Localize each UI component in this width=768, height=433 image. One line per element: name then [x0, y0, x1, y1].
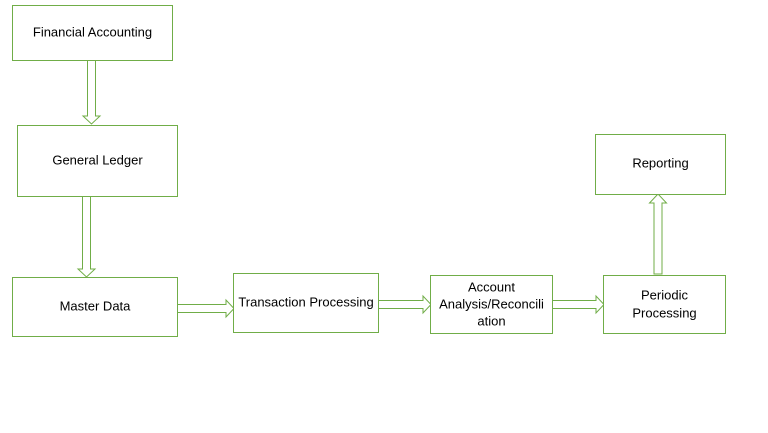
node-reporting: Reporting: [595, 134, 726, 195]
node-account-analysis-label-line-2: Analysis/Reconcili: [439, 296, 544, 311]
arrow-master-data-to-transaction-processing: [176, 298, 235, 319]
arrow-financial-accounting-to-general-ledger: [81, 59, 102, 125]
arrow-general-ledger-to-master-data: [76, 195, 97, 278]
arrow-transaction-processing-to-account-analysis: [377, 294, 432, 315]
node-account-analysis-label-line-1: Account: [468, 279, 515, 294]
node-periodic-processing: Periodic Processing: [603, 275, 726, 334]
node-account-analysis-label-line-3: ation: [477, 313, 505, 328]
node-account-analysis: Account Analysis/Reconcili ation: [430, 275, 553, 334]
node-periodic-processing-label-line-2: Processing: [632, 305, 696, 320]
node-financial-accounting-label: Financial Accounting: [33, 24, 152, 39]
node-transaction-processing: Transaction Processing: [233, 273, 379, 333]
node-general-ledger: General Ledger: [17, 125, 178, 197]
arrow-periodic-processing-to-reporting: [648, 193, 668, 275]
node-financial-accounting: Financial Accounting: [12, 5, 173, 61]
arrow-account-analysis-to-periodic-processing: [551, 294, 605, 315]
node-transaction-processing-label: Transaction Processing: [238, 294, 373, 309]
node-master-data: Master Data: [12, 277, 178, 337]
node-master-data-label: Master Data: [60, 298, 132, 313]
node-general-ledger-label: General Ledger: [52, 152, 143, 167]
node-periodic-processing-label-line-1: Periodic: [641, 287, 688, 302]
node-reporting-label: Reporting: [632, 155, 688, 170]
